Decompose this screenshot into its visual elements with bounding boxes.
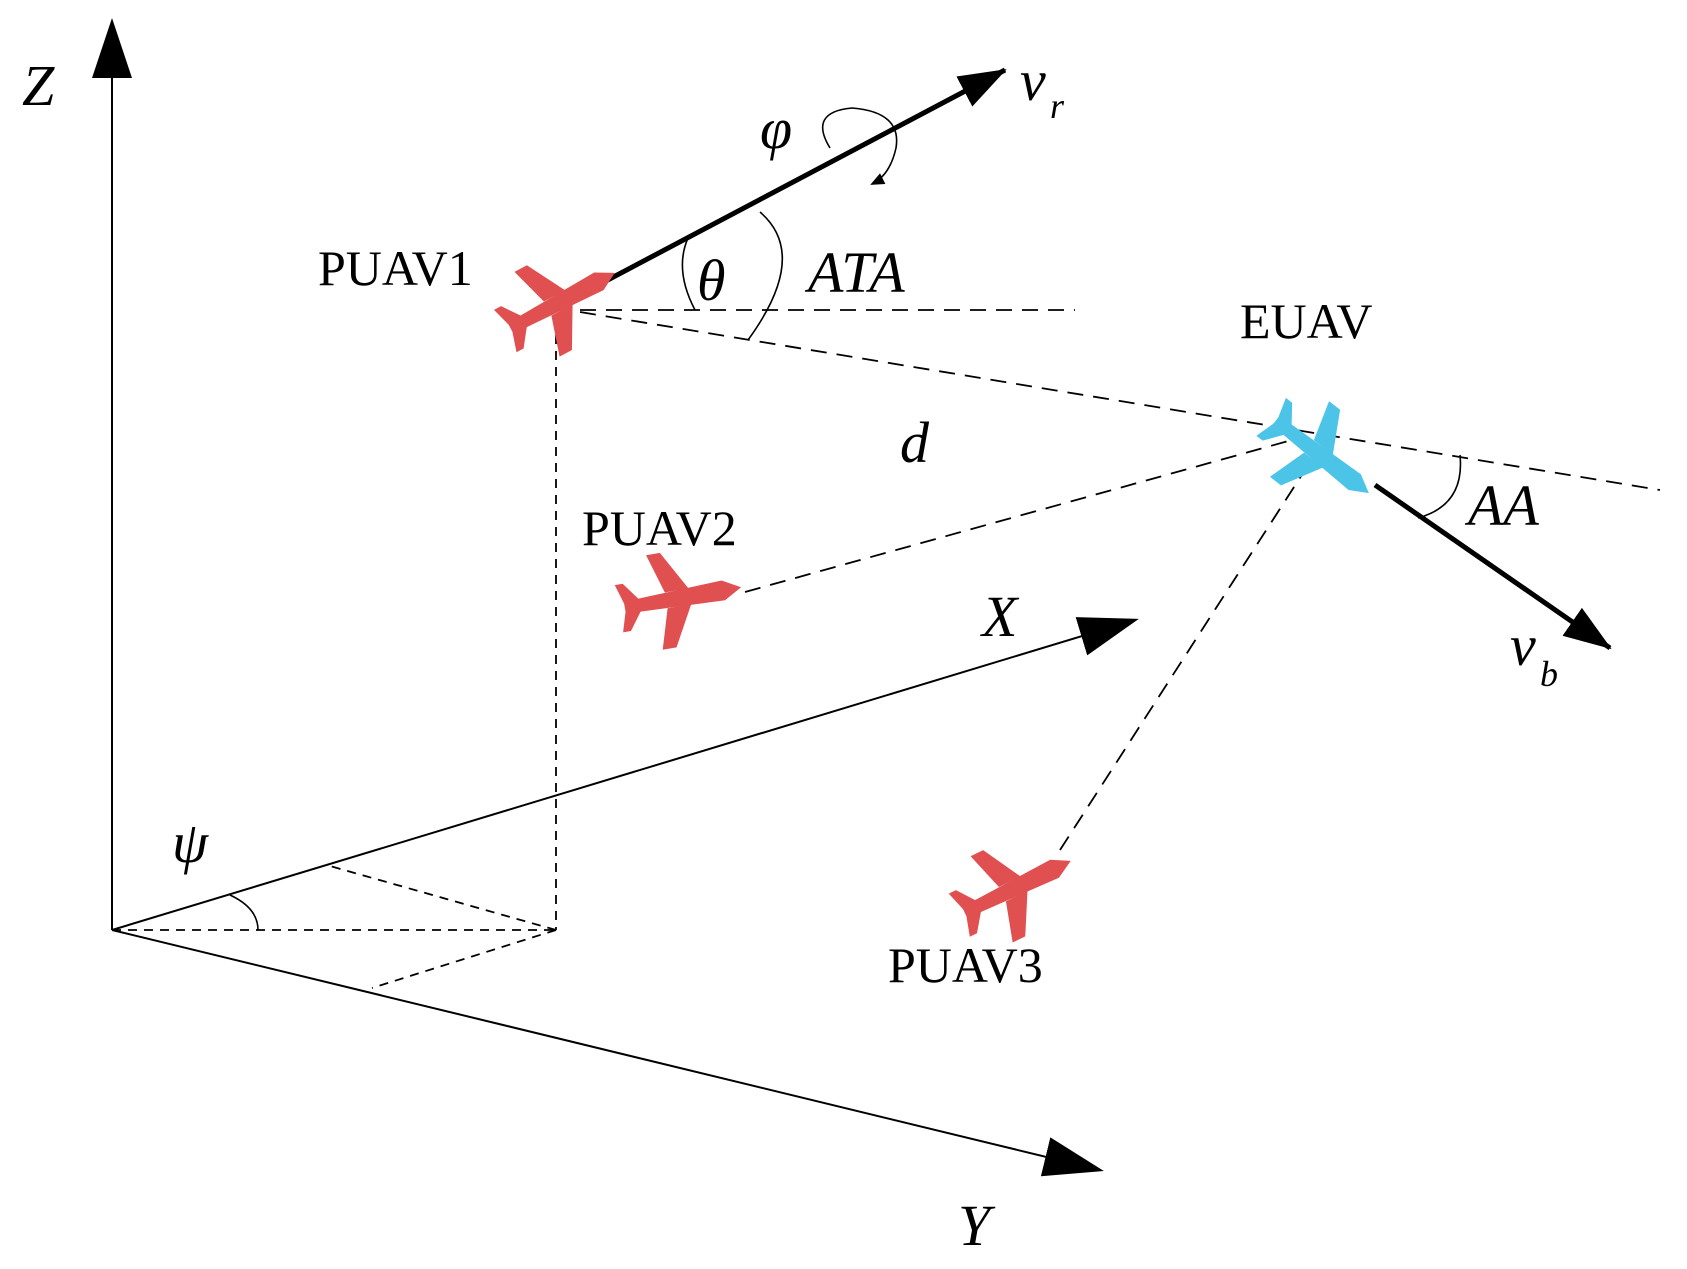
vb-label: v b [1510, 613, 1558, 694]
puav2-to-euav-line [744, 439, 1293, 593]
y-axis-label: Y [958, 1193, 996, 1258]
theta-label: θ [697, 248, 726, 313]
psi-arc [229, 894, 259, 931]
phi-roll-arrow [821, 107, 898, 185]
ata-arc [747, 211, 784, 341]
puav2-aircraft [610, 539, 750, 657]
projection-to-y-axis [371, 929, 557, 989]
velocity-vector-vb [1373, 482, 1612, 651]
puav1-aircraft [482, 230, 638, 374]
euav-label: EUAV [1240, 293, 1372, 349]
velocity-vector-vr [583, 67, 1007, 295]
puav2-label: PUAV2 [582, 500, 737, 556]
projection-to-x-axis [329, 865, 557, 931]
d-label: d [900, 410, 930, 475]
z-axis-label: Z [22, 53, 55, 118]
theta-arc [681, 237, 696, 311]
y-axis [111, 929, 1104, 1177]
x-axis [111, 617, 1139, 931]
line-of-sight-d [579, 311, 1661, 491]
aa-label: AA [1464, 473, 1539, 538]
ata-label: ATA [804, 240, 905, 305]
psi-label: ψ [172, 810, 209, 875]
puav3-label: PUAV3 [888, 937, 1043, 993]
puav1-label: PUAV1 [318, 240, 473, 296]
x-axis-label: X [980, 584, 1020, 649]
vr-label: v r [1020, 48, 1065, 126]
phi-label: φ [760, 96, 792, 161]
euav-aircraft [1241, 379, 1399, 531]
aa-arc [1417, 454, 1462, 519]
puav3-to-euav-line [1059, 469, 1306, 851]
